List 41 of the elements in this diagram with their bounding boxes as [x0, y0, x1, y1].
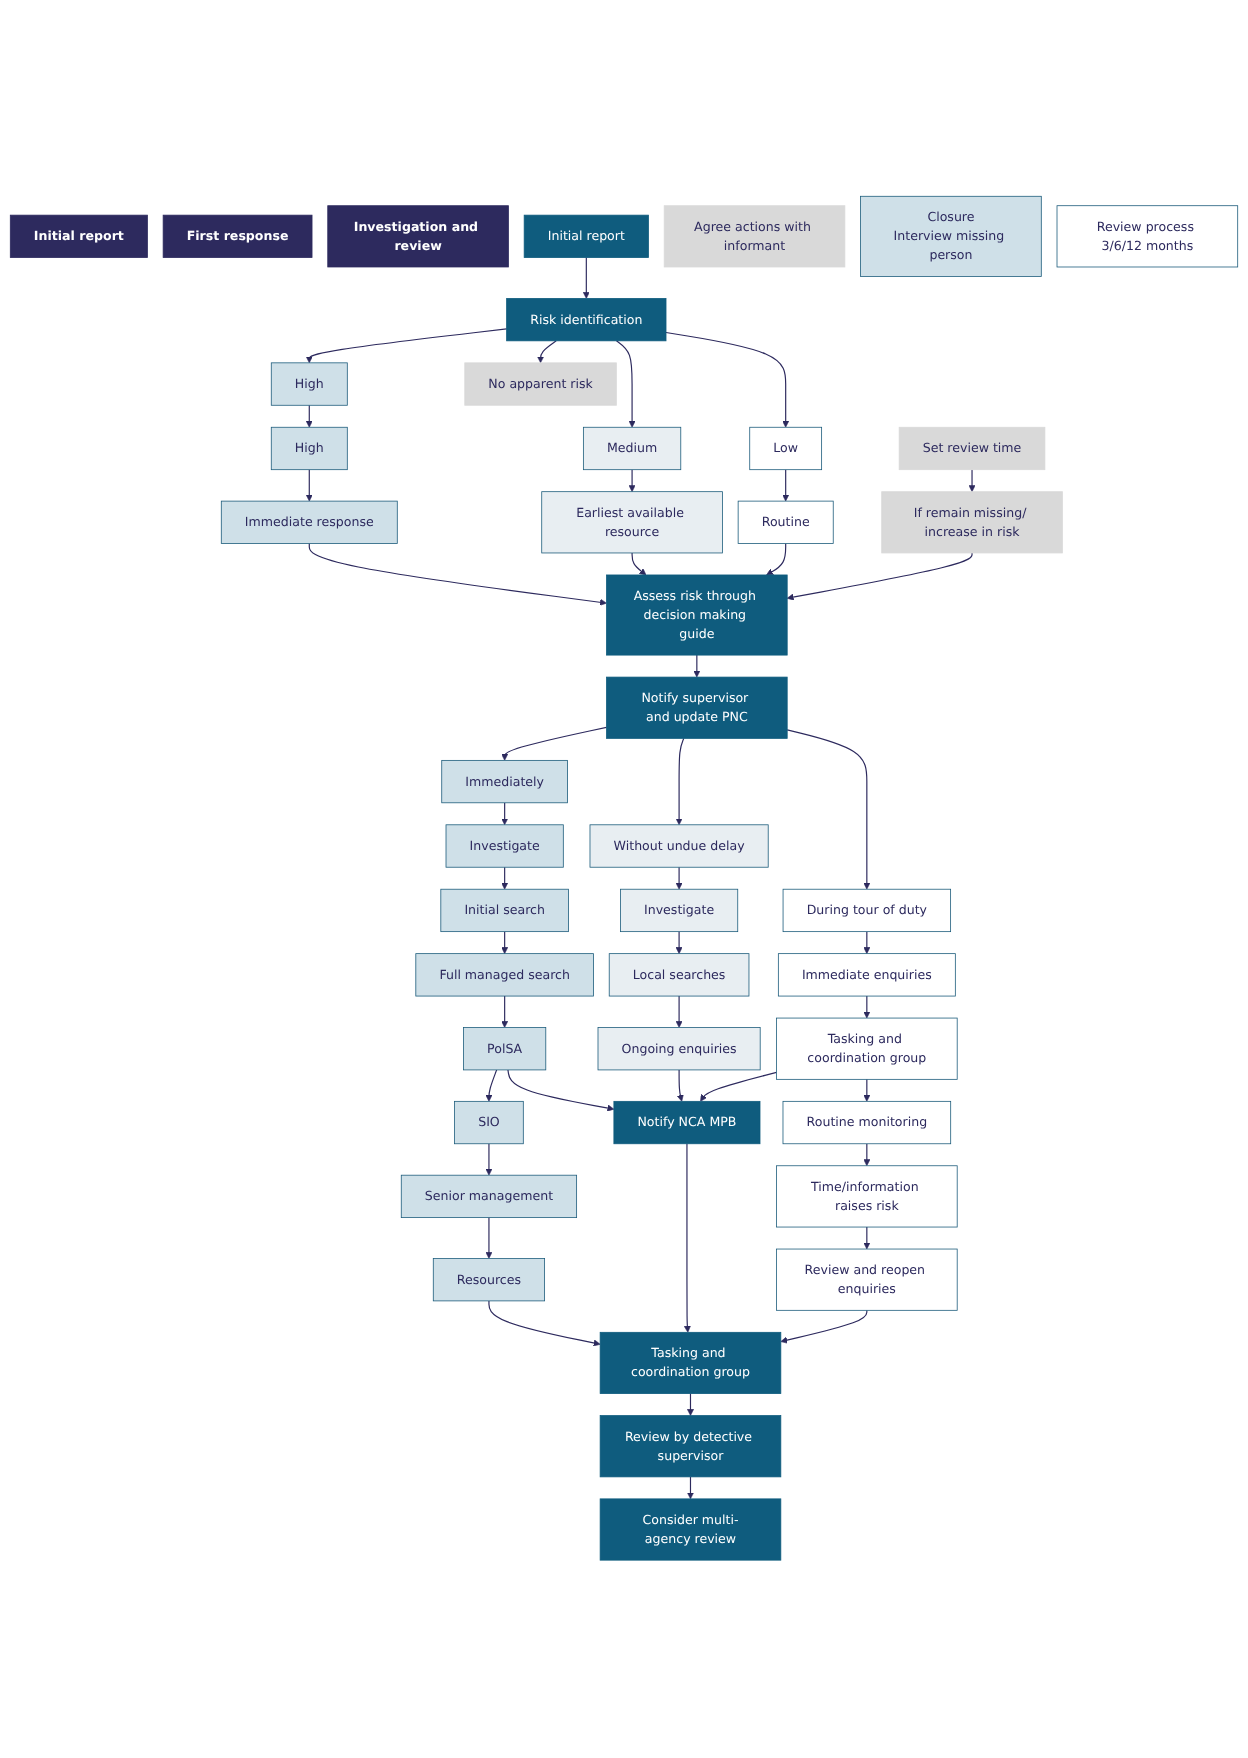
arrow — [863, 1143, 871, 1167]
arrow — [786, 730, 871, 891]
arrow — [863, 1227, 871, 1251]
arrow — [485, 1143, 493, 1177]
arrow — [665, 332, 790, 429]
arrow — [766, 543, 787, 577]
arrow — [501, 867, 509, 891]
arrow — [693, 655, 701, 679]
arrow — [786, 553, 973, 602]
arrow — [675, 738, 685, 826]
arrow — [501, 931, 509, 955]
arrow — [582, 257, 590, 300]
arrow — [780, 1310, 868, 1345]
arrow — [537, 341, 557, 364]
arrow — [687, 1393, 694, 1417]
arrow — [305, 469, 313, 503]
arrow — [676, 1070, 684, 1103]
arrow — [485, 1070, 498, 1103]
arrow — [485, 1217, 493, 1260]
arrow — [782, 469, 790, 503]
arrow — [631, 553, 647, 577]
arrow — [308, 543, 607, 607]
arrow — [501, 803, 509, 826]
arrow — [675, 931, 683, 955]
arrow — [501, 996, 509, 1029]
arrow — [488, 1301, 601, 1348]
arrow — [863, 931, 871, 955]
arrow — [305, 329, 508, 364]
arrow — [683, 1143, 691, 1334]
arrow — [687, 1477, 694, 1500]
arrow — [628, 469, 636, 493]
arrow — [863, 1079, 871, 1103]
arrow — [675, 996, 683, 1029]
arrow — [501, 727, 608, 762]
arrow — [968, 469, 976, 493]
arrow — [305, 405, 313, 429]
arrow — [675, 867, 683, 891]
arrow — [863, 996, 871, 1020]
arrow — [615, 341, 636, 429]
arrow — [507, 1070, 615, 1113]
arrow — [700, 1072, 778, 1103]
